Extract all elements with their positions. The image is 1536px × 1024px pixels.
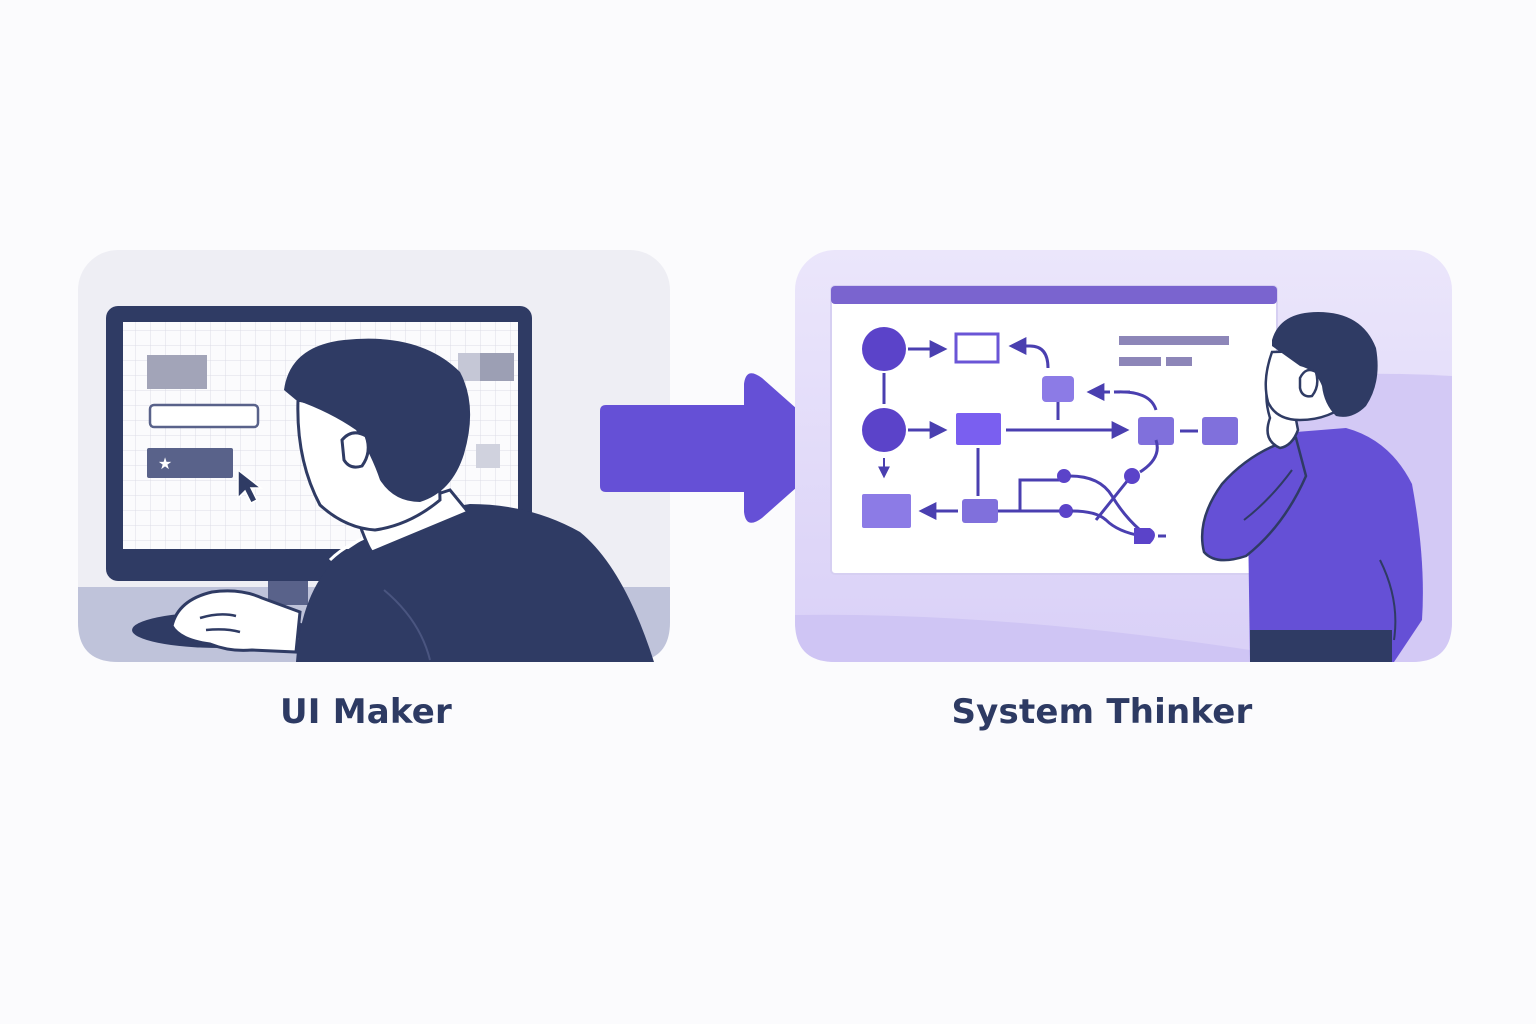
diagram-node: [956, 413, 1001, 445]
ui-button-mock: [147, 448, 233, 478]
diagram-node: [862, 494, 911, 528]
system-diagram: [862, 327, 1238, 544]
legend-bar: [1119, 336, 1229, 345]
diagram-node: [862, 327, 906, 371]
ui-block: [476, 444, 500, 468]
diagram-node: [1138, 417, 1174, 445]
whiteboard-header: [831, 286, 1277, 304]
diagram-node: [862, 408, 906, 452]
hand: [170, 589, 302, 654]
ui-input-mock: [148, 403, 260, 429]
cursor-icon: [237, 468, 264, 505]
ui-block: [147, 355, 207, 389]
system-thinker-person: [1200, 312, 1423, 662]
star-icon: ★: [158, 454, 172, 473]
diagram-node: [1042, 376, 1074, 402]
ui-maker-panel: ★: [78, 250, 670, 662]
legend-bar: [1166, 357, 1192, 366]
ui-maker-label: UI Maker: [280, 692, 452, 732]
system-thinker-label: System Thinker: [951, 692, 1253, 732]
diagram-node: [954, 332, 1000, 364]
legend-bar: [1119, 357, 1161, 366]
system-thinker-panel: [795, 250, 1452, 662]
diagram-node: [1202, 417, 1238, 445]
ui-maker-person: [284, 338, 654, 662]
whiteboard: [830, 285, 1278, 575]
transition-arrow-icon: [600, 373, 836, 523]
diagram-node: [962, 499, 998, 523]
